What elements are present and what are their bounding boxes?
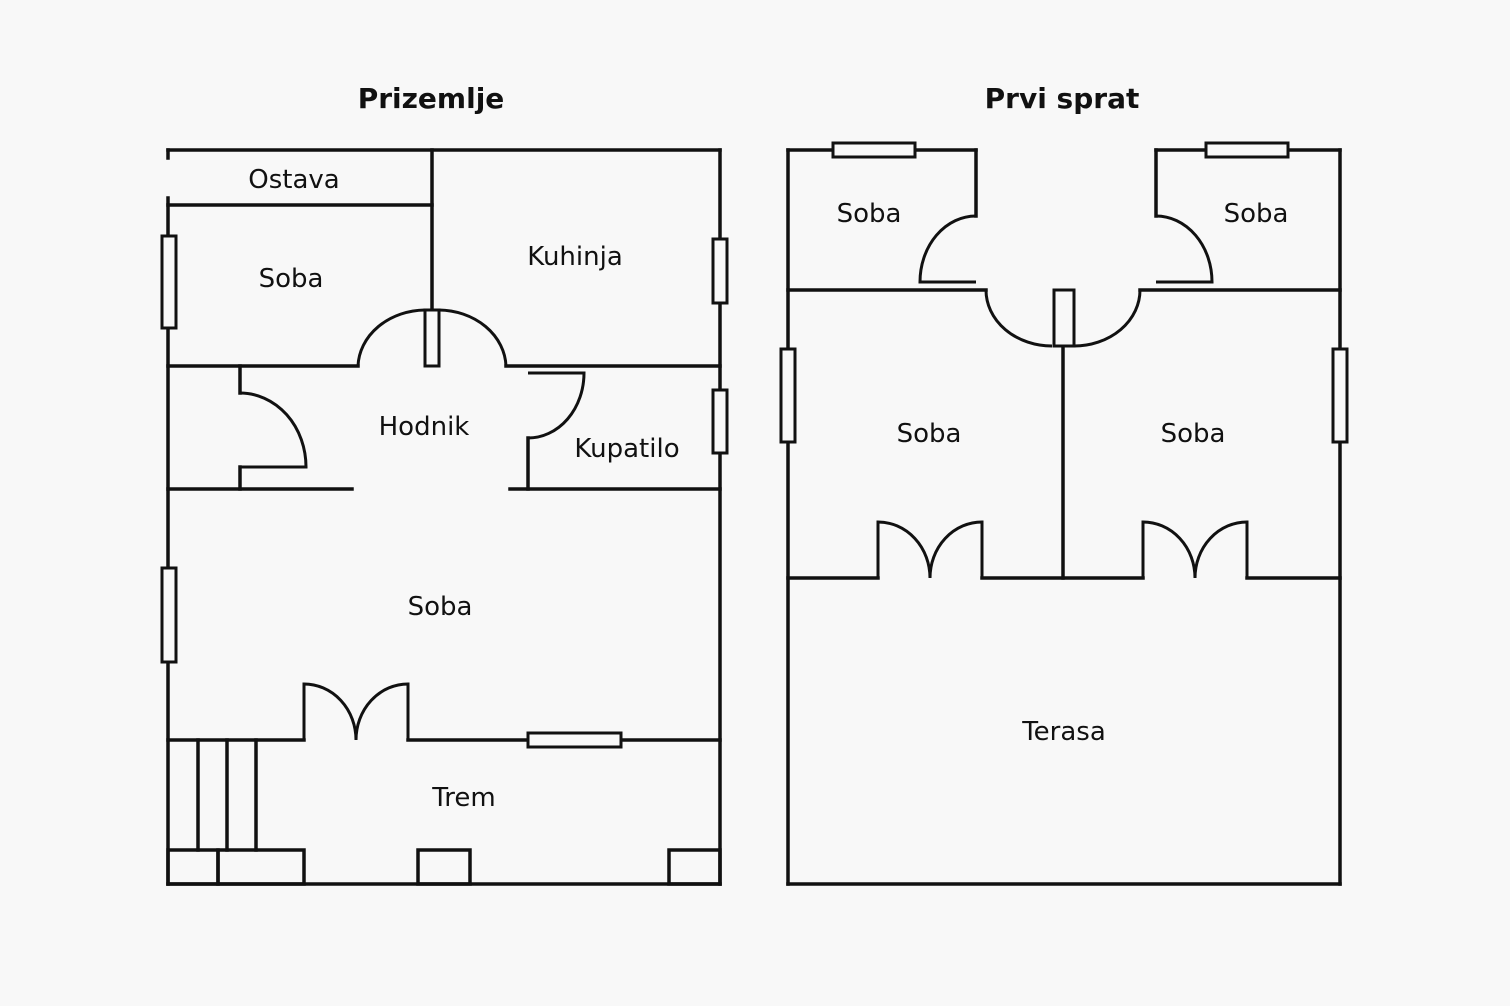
ground-windows [160,234,729,749]
trem-pillars [166,848,722,886]
first-floor-plan: Prvi sprat [779,82,1349,886]
ground-floor-plan: Prizemlje [160,82,729,886]
first-center-double-door [984,288,1142,348]
ground-outer-walls [166,148,722,886]
room-label-kuhinja: Kuhinja [527,242,623,272]
room-label-soba-main: Soba [408,592,473,622]
first-top-right-door [1155,214,1214,284]
ground-interior-walls [166,148,722,852]
room-label-kupatilo: Kupatilo [574,434,679,464]
first-top-left-door [918,214,977,284]
room-label-soba-mid-right: Soba [1161,419,1226,449]
hodnik-left-door [239,391,308,469]
room-label-terasa: Terasa [1021,717,1106,747]
terasa-right-double-door [1141,520,1249,579]
ground-floor-title: Prizemlje [358,82,505,115]
room-label-hodnik: Hodnik [379,412,470,442]
room-label-soba-mid-left: Soba [897,419,962,449]
terasa-left-double-door [876,520,984,579]
first-interior-walls [786,288,1342,580]
kupatilo-door [527,371,586,440]
hodnik-double-door [356,308,508,368]
room-label-soba-top-right: Soba [1224,199,1289,229]
trem-double-door [302,682,410,741]
room-label-ostava: Ostava [248,165,339,195]
first-windows [779,141,1349,444]
room-label-trem: Trem [431,783,496,813]
room-label-soba-top: Soba [259,264,324,294]
room-label-soba-top-left: Soba [837,199,902,229]
first-floor-title: Prvi sprat [985,82,1140,115]
